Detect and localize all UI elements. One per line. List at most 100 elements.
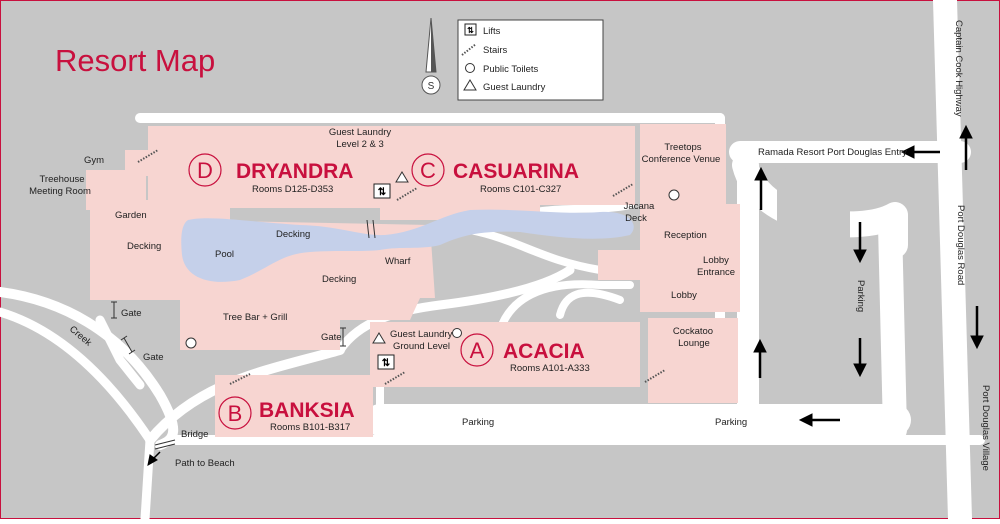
- dryandra-name: DRYANDRA: [236, 160, 353, 183]
- parking-right-label: Parking: [715, 417, 747, 428]
- guest-laundry-ground-label: Guest Laundry: [390, 329, 453, 340]
- acacia-building: [370, 322, 640, 387]
- treetops-label: Treetops: [664, 142, 701, 153]
- acacia-name: ACACIA: [503, 340, 585, 363]
- pool-water: [181, 209, 634, 282]
- port-douglas-road-label: Port Douglas Road: [955, 205, 966, 285]
- meeting-room-label: Meeting Room: [29, 186, 91, 197]
- dryandra-label: D DRYANDRA Rooms D125-D353: [188, 153, 353, 195]
- arrow-road-down-icon: [970, 306, 984, 350]
- compass-needle-shade: [431, 18, 436, 72]
- traffic-arrows: [147, 124, 984, 466]
- highway-road: [933, 0, 972, 524]
- guest-laundry-upper-label: Guest Laundry: [329, 127, 392, 138]
- casuarina-letter: C: [420, 158, 436, 183]
- acacia-letter: A: [470, 338, 485, 363]
- ground-level-label: Ground Level: [393, 341, 450, 352]
- bridge-line-2: [372, 219, 376, 239]
- circle-icon: [465, 63, 475, 73]
- left-curve-path: [0, 287, 179, 450]
- arrow-parking-down-1-icon: [853, 222, 867, 264]
- garden-label: Garden: [115, 210, 147, 221]
- dryandra-rooms: Rooms D125-D353: [252, 184, 333, 195]
- dryandra-letter: D: [197, 158, 213, 183]
- arrow-left-road-up-2-icon: [753, 338, 767, 378]
- banksia-building: [215, 375, 373, 437]
- triangle-icon: [463, 79, 477, 91]
- gym-building: [125, 150, 150, 176]
- parking-vertical-label: Parking: [855, 280, 866, 312]
- decking-left-label: Decking: [127, 241, 161, 252]
- treehouse-building: [86, 170, 146, 210]
- lift-upper-icon: [373, 183, 391, 199]
- reception-building: [640, 204, 740, 312]
- bridge-label: Bridge: [181, 429, 208, 440]
- stairs-casuarina-icon: [396, 187, 418, 201]
- gate-lower-icon: [123, 337, 133, 353]
- lobby-label: Lobby: [671, 290, 697, 301]
- stairs-gym-icon: [137, 149, 159, 163]
- banksia-circle: [218, 396, 252, 430]
- lift-ground-arrows-icon: ⇅: [382, 358, 391, 369]
- arrow-highway-up-icon: [959, 124, 973, 170]
- decking-top-label: Decking: [276, 229, 310, 240]
- parking-island: [777, 168, 850, 390]
- laundry-ground-icon: [372, 332, 386, 344]
- legend-stairs: Stairs: [483, 45, 508, 56]
- banksia-rooms: Rooms B101-B317: [270, 422, 350, 433]
- inner-path-3: [556, 288, 624, 319]
- lobby-annex: [598, 250, 643, 280]
- arrow-entry-left-icon: [900, 145, 940, 159]
- arrow-left-road-up-icon: [754, 166, 768, 210]
- legend-toilets: Public Toilets: [483, 64, 539, 75]
- lobby-entrance-label: Lobby: [703, 255, 729, 266]
- parking-mid-label: Parking: [462, 417, 494, 428]
- legend-lifts: Lifts: [483, 26, 501, 37]
- gym-label: Gym: [84, 155, 104, 166]
- inner-path-2: [496, 280, 634, 334]
- toilet-acacia-icon: [452, 328, 462, 338]
- arrow-parking-down-2-icon: [853, 338, 867, 378]
- path-to-beach-label: Path to Beach: [175, 458, 235, 469]
- compass: S: [421, 17, 441, 95]
- cockatoo-label: Cockatoo: [673, 326, 713, 337]
- captain-cook-label: Captain Cook Highway: [953, 20, 964, 117]
- lift-icon: [464, 23, 477, 36]
- casuarina-label: C CASUARINA Rooms C101-C327: [411, 153, 579, 195]
- conference-venue-label: Conference Venue: [642, 154, 721, 165]
- entrance-label: Entrance: [697, 267, 735, 278]
- acacia-label: A ACACIA Rooms A101-A333: [460, 333, 590, 374]
- beach-path: [0, 307, 155, 524]
- compass-circle: [421, 75, 441, 95]
- treehouse-label: Treehouse: [39, 174, 84, 185]
- port-douglas-village-label: Port Douglas Village: [980, 385, 991, 471]
- casuarina-rooms: Rooms C101-C327: [480, 184, 561, 195]
- reception-label: Reception: [664, 230, 707, 241]
- inner-path-1: [466, 226, 604, 274]
- entry-label: Ramada Resort Port Douglas Entry: [758, 147, 907, 158]
- cockatoo-building: [648, 318, 738, 403]
- laundry-upper-icon: [395, 171, 409, 183]
- arrow-beach-icon: [147, 451, 161, 466]
- deck-label: Deck: [625, 213, 647, 224]
- gate-left-label: Gate: [121, 308, 142, 319]
- gates: [111, 301, 346, 355]
- lift-arrows-icon: ⇅: [467, 26, 474, 35]
- casuarina-circle: [411, 153, 445, 187]
- arrow-bottom-left-icon: [798, 413, 840, 427]
- decking-mid-label: Decking: [322, 274, 356, 285]
- toilet-treetops-icon: [668, 189, 680, 201]
- pool-label: Pool: [215, 249, 234, 260]
- pool-side-path: [335, 265, 575, 355]
- tree-bar-label: Tree Bar + Grill: [223, 312, 287, 323]
- guest-laundry-level-label: Level 2 & 3: [336, 139, 384, 150]
- stairs-acacia-icon: [384, 371, 406, 385]
- stairs-banksia-icon: [229, 373, 251, 385]
- buildings: [86, 124, 740, 437]
- compass-letter: S: [428, 81, 435, 92]
- legend-box: [457, 19, 604, 101]
- banksia-letter: B: [228, 401, 243, 426]
- acacia-rooms: Rooms A101-A333: [510, 363, 590, 374]
